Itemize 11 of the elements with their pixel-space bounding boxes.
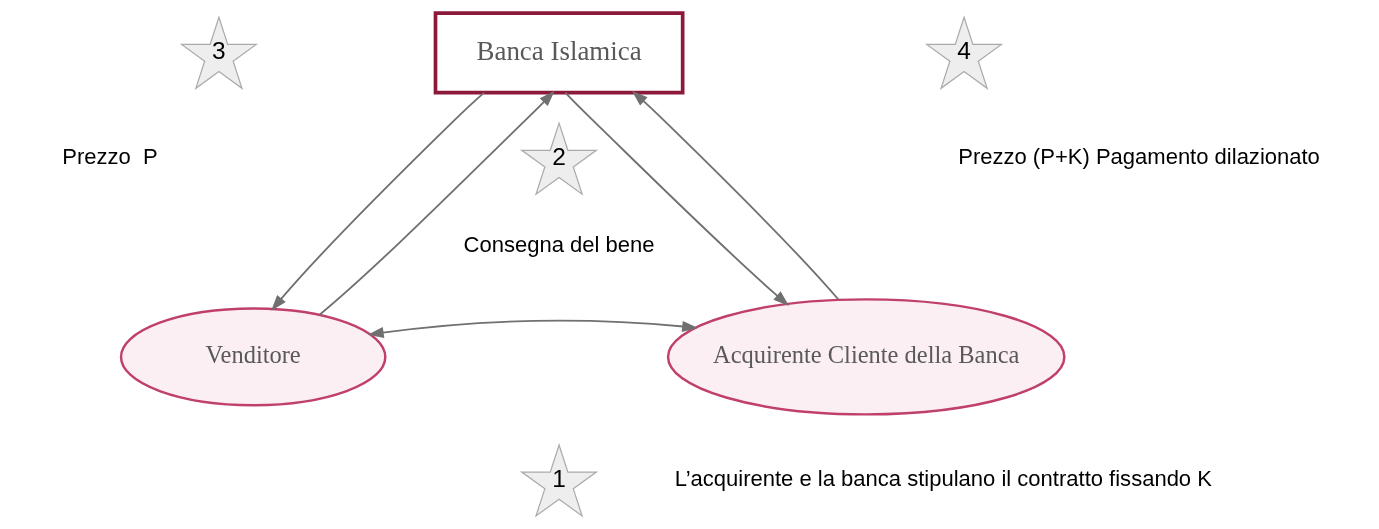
- node-label: Prezzo P: [61, 144, 158, 170]
- node-label: L’acquirente e la banca stipulano il contratto fissando K: [674, 465, 1212, 491]
- arrow: [318, 90, 555, 316]
- arrow: [631, 90, 839, 301]
- arrow: [563, 91, 789, 306]
- arrow: [367, 319, 698, 339]
- node-label: Consegna del bene: [463, 232, 655, 258]
- arrow: [270, 91, 485, 311]
- node-ellipse: Acquirente Cliente della Banca: [666, 298, 1066, 416]
- node-label: Prezzo (P+K) Pagamento dilazionato: [957, 144, 1320, 170]
- node-box: Banca Islamica: [433, 11, 684, 95]
